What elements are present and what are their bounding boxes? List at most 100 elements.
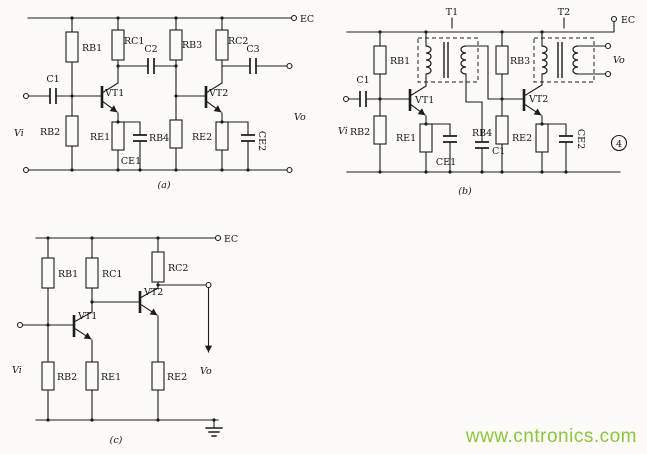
label-vi-c: Vi [12,365,22,376]
label-vt1-a: VT1 [104,88,124,99]
transistor-base-bars-b [408,89,526,111]
input-return-terminal-a [22,166,30,174]
input-terminal-c [16,321,24,329]
label-ce2-a: CE2 [256,131,267,151]
label-rb1-a: RB1 [82,43,102,54]
label-vo-b: Vo [613,55,625,66]
caption-b: (b) [458,186,472,197]
t2-dashed-box [533,37,595,83]
caption-a: (a) [157,180,170,191]
label-c1-a: C1 [46,74,59,85]
resistor-rc2-c [151,251,165,283]
circuit-b-schematic: 4 T1 T2 EC C1 Vi RB1 RB2 VT1 RE1 CE1 C1 … [338,7,635,197]
label-rb3-a: RB3 [182,40,202,51]
resistor-re1-b [419,123,433,153]
t1-primary-winding [425,45,432,75]
circuit-b-wires [346,17,621,173]
label-re2-c: RE2 [167,372,187,383]
transformer-t1 [417,37,479,83]
vt1-emitter-arrow-c [73,327,92,340]
circuit-a-schematic: EC C1 Vi RB1 RB2 RC1 C2 RB3 RC2 C3 VT1 V… [14,14,314,191]
label-ec-a: EC [300,14,314,25]
input-terminal-a [22,92,30,100]
ec-terminal-c [214,234,222,242]
resistor-re2-a [215,121,229,151]
circuit-b-junctions [378,30,568,174]
vt1-emitter-arrow-b [409,103,426,116]
output-terminal-a [286,62,293,70]
vt2-emitter-arrow-c [139,303,158,316]
label-rb3-b: RB3 [510,56,530,67]
t2-primary-winding [541,45,548,75]
label-rc2-a: RC2 [228,36,248,47]
output-terminal-top-b [604,42,612,50]
t1-dashed-box [417,37,479,83]
output-terminal-bottom-b [604,70,612,78]
t1-secondary-winding [460,45,467,75]
label-vt1-b: VT1 [414,95,434,106]
label-vt2-a: VT2 [208,88,228,99]
output-return-terminal-a [286,166,293,174]
label-rb2-a: RB2 [40,127,60,138]
t1-core [443,42,449,78]
label-t1-b: T1 [446,7,458,18]
transistor-base-bars-a [100,86,208,108]
resistor-rb2-c [41,361,55,391]
label-rc1-c: RC1 [102,269,122,280]
circuit-c-junctions [46,236,216,422]
input-terminal-b [342,95,350,103]
output-terminal-c [205,281,212,289]
resistor-rc2-a [215,29,229,61]
caption-c: (c) [110,435,123,446]
label-vo-a: Vo [294,112,306,123]
label-ec-c: EC [224,234,238,245]
resistor-rb4-b [495,115,509,145]
label-c1-input-b: C1 [356,75,369,86]
label-rb1-c: RB1 [58,269,78,280]
watermark: www.cntronics.com [465,426,637,447]
circuit-b-terminals [342,15,618,103]
resistor-rb2-b [373,115,387,145]
transformer-t2 [533,37,595,83]
resistor-rc1-a [111,29,125,61]
circuit-c-terminals [16,234,222,329]
circuit-a-terminals [22,14,298,174]
label-ce1-a: CE1 [121,156,141,167]
label-rb2-b: RB2 [350,127,370,138]
label-vt2-c: VT2 [143,287,163,298]
label-vi-b: Vi [338,126,348,137]
resistor-rb4-a [169,119,183,149]
circuit-c-resistors [41,251,165,391]
resistor-rb1-c [41,257,55,289]
circuit-b-capacitor-plates [359,91,573,149]
ground-symbol [205,427,223,437]
label-vo-c: Vo [200,366,212,377]
transistor-base-bars-c [72,291,142,337]
label-t2-b: T2 [558,7,570,18]
resistor-re2-b [535,123,549,153]
label-re2-a: RE2 [192,132,212,143]
label-c3-a: C3 [246,44,259,55]
circuit-c-schematic: EC RB1 RC1 RC2 VT1 VT2 Vi RB2 RE1 RE2 Vo… [12,234,238,446]
t2-core [557,42,563,78]
vt2-emitter-arrow-b [523,103,542,116]
label-rb4-a: RB4 [149,133,169,144]
figure-number: 4 [616,139,622,150]
circuit-c-wires [21,237,223,437]
label-rc2-c: RC2 [168,263,188,274]
label-rb4-b: RB4 [472,128,492,139]
resistor-re2-c [151,361,165,391]
circuit-a-resistors [65,29,229,151]
label-c1-mid-b: C1 [492,146,505,157]
vt2-emitter-arrow-a [205,100,222,113]
label-re1-a: RE1 [90,132,110,143]
label-vt2-b: VT2 [528,94,548,105]
figure-number-circle [610,134,628,152]
label-re1-b: RE1 [396,133,416,144]
label-ec-b: EC [621,15,635,26]
label-re2-b: RE2 [512,133,532,144]
resistor-re1-c [85,361,99,391]
label-re1-c: RE1 [101,372,121,383]
circuit-a-junctions [70,16,250,172]
